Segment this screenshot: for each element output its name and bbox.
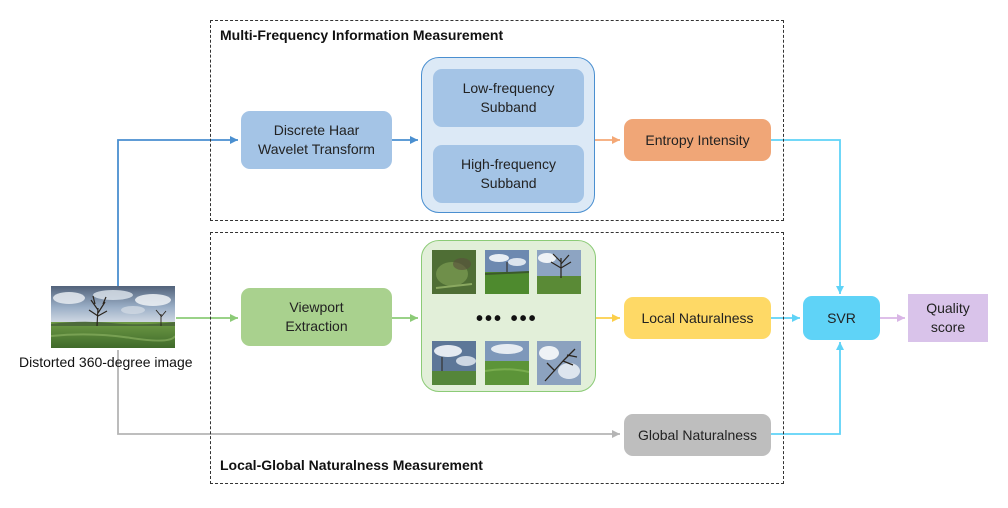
- viewport-thumbnail: [432, 341, 476, 385]
- input-panorama-image: [51, 286, 175, 348]
- arrow-input-to-global: [117, 350, 620, 438]
- viewport-extraction-box: Viewport Extraction: [241, 288, 392, 346]
- frame-multi-frequency-title: Multi-Frequency Information Measurement: [220, 27, 504, 43]
- viewport-thumbnail: [432, 250, 476, 294]
- low-frequency-subband-box: Low-frequency Subband: [433, 69, 584, 127]
- local-naturalness-box: Local Naturalness: [624, 297, 771, 339]
- quality-score-box: Quality score: [908, 294, 988, 342]
- entropy-intensity-box: Entropy Intensity: [624, 119, 771, 161]
- frame-local-global-title: Local-Global Naturalness Measurement: [220, 457, 483, 473]
- viewport-thumbnail: [537, 250, 581, 294]
- input-caption: Distorted 360-degree image: [19, 354, 193, 370]
- arrow-input-to-haar: [117, 136, 238, 286]
- arrow-entropy-to-svr: [771, 139, 844, 294]
- viewport-thumbnail: [485, 341, 529, 385]
- arrow-global-to-svr: [771, 342, 844, 435]
- frame-local-global: [210, 232, 784, 484]
- viewport-thumbnail: [537, 341, 581, 385]
- svr-box: SVR: [803, 296, 880, 340]
- frame-multi-frequency: [210, 20, 784, 221]
- global-naturalness-box: Global Naturalness: [624, 414, 771, 456]
- viewport-thumbnail: [485, 250, 529, 294]
- haar-wavelet-box: Discrete Haar Wavelet Transform: [241, 111, 392, 169]
- high-frequency-subband-box: High-frequency Subband: [433, 145, 584, 203]
- viewport-ellipsis: ••• •••: [476, 308, 538, 330]
